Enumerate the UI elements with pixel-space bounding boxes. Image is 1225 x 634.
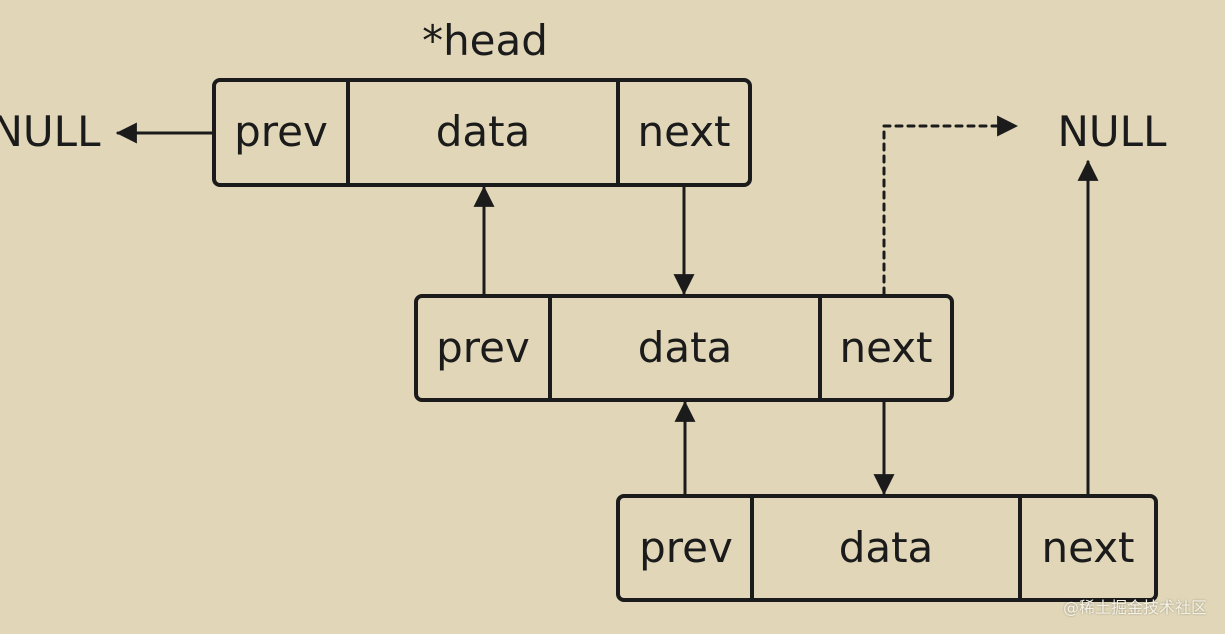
- null-left-label: NULL: [0, 107, 101, 156]
- node-1-prev: prev: [234, 107, 328, 156]
- node-3-data: data: [839, 523, 934, 572]
- node-2-data: data: [638, 323, 733, 372]
- node-3-next: next: [1041, 523, 1134, 572]
- node-3: [616, 494, 1158, 602]
- arrow-node2-next-dotted-to-null: [882, 115, 1019, 296]
- watermark-text: @稀土掘金技术社区: [1062, 598, 1207, 617]
- node-1-next: next: [637, 107, 730, 156]
- null-right-label: NULL: [1058, 107, 1168, 156]
- node-3-prev: prev: [639, 523, 733, 572]
- node-2: [414, 294, 954, 402]
- node-1-data: data: [436, 107, 531, 156]
- node-2-prev: prev: [436, 323, 530, 372]
- node-3-outline: [616, 494, 1158, 602]
- head-label: *head: [422, 16, 548, 65]
- node-2-next: next: [839, 323, 932, 372]
- node-2-outline: [414, 294, 954, 402]
